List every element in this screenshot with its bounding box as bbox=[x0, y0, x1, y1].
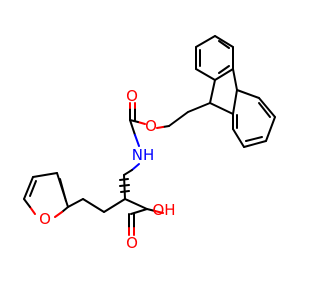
fluorenyl-group bbox=[195, 35, 276, 148]
ester-oxygen-label: O bbox=[145, 117, 157, 135]
furan-ring bbox=[23, 172, 84, 218]
carbamate-linker bbox=[123, 102, 211, 176]
chemical-structure: O O NH OH O O bbox=[23, 35, 276, 252]
amide-nitrogen-label: NH bbox=[132, 146, 155, 164]
acid-hydroxyl-label: OH bbox=[152, 201, 175, 219]
atom-labels: O O NH OH O O bbox=[39, 87, 175, 252]
carbonyl-oxygen-label: O bbox=[126, 87, 138, 105]
acid-carbonyl-oxygen-label: O bbox=[126, 234, 138, 252]
propanoic-acid-backbone bbox=[82, 174, 164, 236]
furan-oxygen-label: O bbox=[39, 210, 51, 228]
